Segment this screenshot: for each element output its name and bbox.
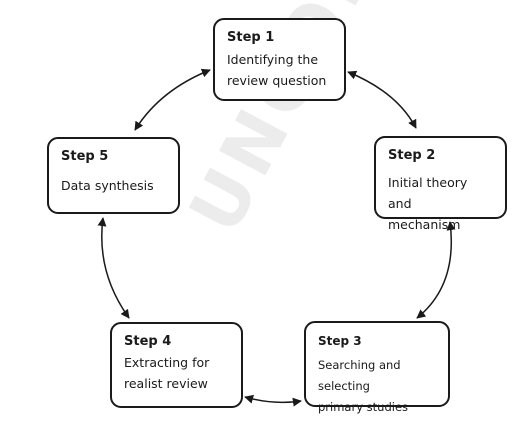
step-3-text: Searching and selecting primary studies: [318, 355, 436, 418]
step-1-text: Identifying the review question: [227, 49, 332, 91]
step-2-line-1: Initial theory and: [388, 175, 468, 211]
step-3-line-1: Searching and selecting: [318, 358, 401, 393]
step-2-line-2: mechanism: [388, 217, 461, 232]
step-5-title: Step 5: [61, 149, 109, 164]
step-2-box: Step 2 Initial theory and mechanism: [374, 136, 507, 232]
step-3-line-2: primary studies: [318, 400, 409, 414]
step-5-text: Data synthesis: [61, 175, 166, 196]
step-4-text: Extracting for realist review: [124, 352, 229, 394]
step-4-title: Step 4: [124, 334, 172, 349]
step-4-line-1: Extracting for: [124, 355, 210, 370]
step-1-box: Step 1 Identifying the review question: [213, 18, 346, 101]
arrow-step2-step3: [416, 221, 456, 319]
step-1-line-2: review question: [227, 73, 327, 88]
arrow-step1-step2: [347, 70, 417, 129]
step-1-line-1: Identifying the: [227, 52, 319, 67]
arrow-step5-step1: [134, 68, 211, 131]
step-4-line-2: realist review: [124, 376, 208, 391]
step-3-box: Step 3 Searching and selecting primary s…: [304, 321, 450, 414]
step-3-title: Step 3: [318, 334, 362, 348]
arrow-step4-step5: [97, 217, 130, 319]
step-4-box: Step 4 Extracting for realist review: [110, 322, 243, 408]
arrow-step3-step4: [244, 394, 302, 407]
step-2-text: Initial theory and mechanism: [388, 172, 493, 235]
step-5-box: Step 5 Data synthesis: [47, 137, 180, 214]
step-5-line-1: Data synthesis: [61, 178, 154, 193]
step-2-title: Step 2: [388, 148, 436, 163]
step-1-title: Step 1: [227, 30, 275, 45]
